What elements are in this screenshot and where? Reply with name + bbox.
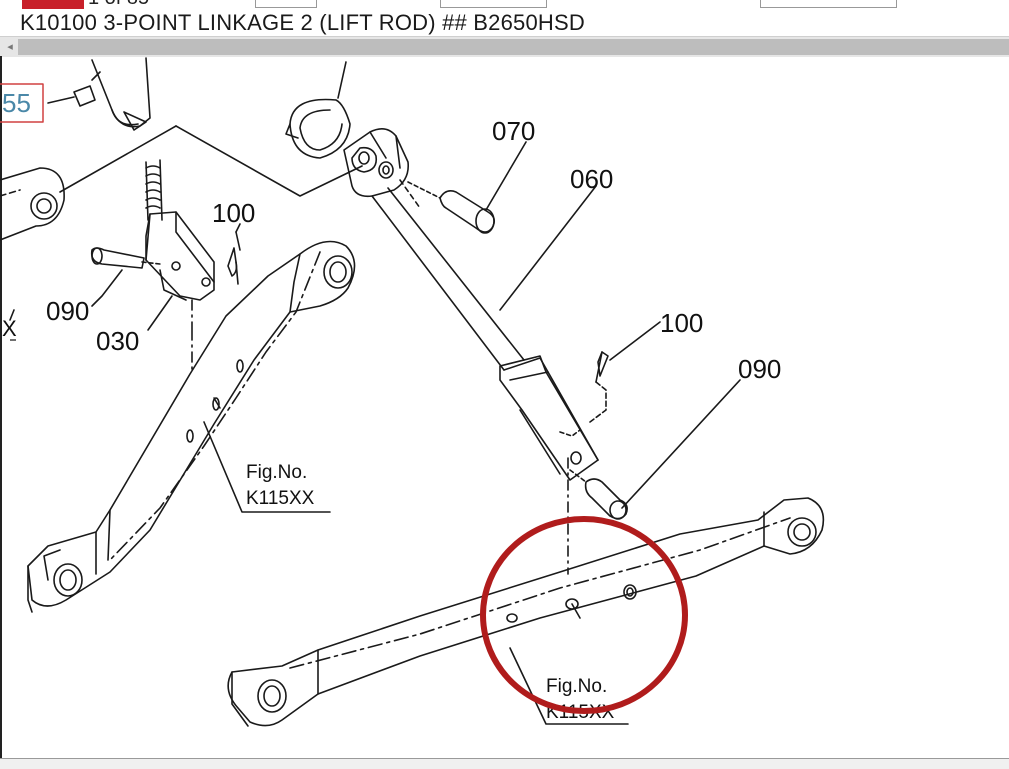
partial-label: X [2, 316, 17, 341]
reference-number: 55 [2, 88, 31, 118]
part-label-100-left: 100 [212, 198, 255, 228]
part-label-090-right: 090 [738, 354, 781, 384]
toolbar-field[interactable] [760, 0, 897, 8]
part-label-030: 030 [96, 326, 139, 356]
page-title: K10100 3-POINT LINKAGE 2 (LIFT ROD) ## B… [20, 10, 585, 35]
fig-ref-label-right-1: Fig.No. [546, 676, 607, 697]
fig-ref-label-left-2: K115XX [246, 488, 315, 509]
scroll-left-icon[interactable]: ◂ [7, 41, 13, 53]
parts-diagram: 55 070 060 100 100 090 090 030 X Fig.No.… [0, 56, 1009, 760]
horizontal-scrollbar[interactable]: ◂ [0, 36, 1009, 57]
bottom-status-bar [0, 758, 1009, 769]
part-label-070: 070 [492, 116, 535, 146]
part-label-090-left: 090 [46, 296, 89, 326]
highlight-circle [480, 516, 688, 714]
red-flag-icon [22, 0, 84, 9]
page-indicator: 1 of 85 [88, 0, 149, 10]
part-label-060: 060 [570, 164, 613, 194]
reference-box [0, 83, 44, 123]
part-label-100-right: 100 [660, 308, 703, 338]
page-input[interactable] [255, 0, 317, 8]
scrollbar-thumb[interactable] [18, 39, 1009, 55]
search-input[interactable] [440, 0, 547, 8]
window-left-border [0, 56, 2, 758]
document-header: 1 of 85 K10100 3-POINT LINKAGE 2 (LIFT R… [0, 0, 1009, 36]
fig-ref-label-left-1: Fig.No. [246, 462, 307, 483]
